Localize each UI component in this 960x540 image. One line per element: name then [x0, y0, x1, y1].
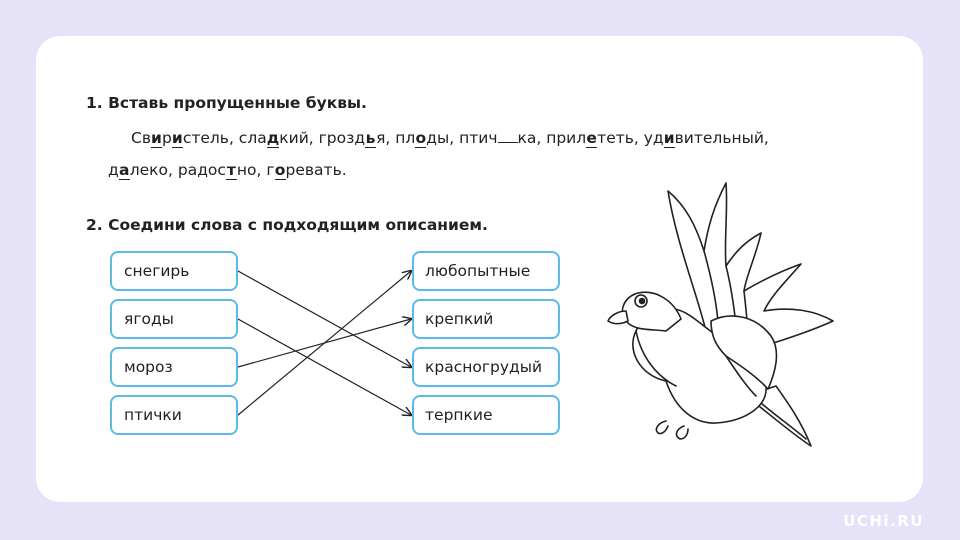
text-fragment: д	[108, 161, 119, 179]
inserted-letter: о	[415, 129, 427, 148]
text-fragment: ды, птич	[426, 129, 498, 147]
inserted-letter: е	[586, 129, 598, 148]
text-fragment: я, пл	[376, 129, 416, 147]
inserted-letter: и	[663, 129, 675, 148]
uchi-ru-logo: UCHi.RU	[843, 512, 924, 530]
inserted-letter: а	[118, 161, 130, 180]
desc-box-krepkiy[interactable]: крепкий	[412, 299, 560, 339]
text-fragment: но, г	[236, 161, 275, 179]
task2-title: 2. Соедини слова с подходящим описанием.	[86, 216, 488, 234]
word-box-ptichki[interactable]: птички	[110, 395, 238, 435]
inserted-letter: д	[266, 129, 280, 148]
desc-box-krasnogrudyy[interactable]: красногрудый	[412, 347, 560, 387]
text-fragment: кий, грозд	[279, 129, 366, 147]
inserted-letter: и	[150, 129, 162, 148]
inserted-letter: ь	[365, 129, 377, 148]
text-fragment: вительный,	[674, 129, 769, 147]
connector-arrow	[237, 318, 411, 415]
word-box-moroz[interactable]: мороз	[110, 347, 238, 387]
task1-title: 1. Вставь пропущенные буквы.	[86, 94, 367, 112]
text-fragment: леко, радос	[129, 161, 226, 179]
desc-box-terpkie[interactable]: терпкие	[412, 395, 560, 435]
blank-gap	[497, 130, 518, 143]
text-fragment: Св	[131, 129, 151, 147]
task1-line-2: далеко, радостно, горевать.	[108, 161, 347, 180]
text-fragment: теть, уд	[597, 129, 664, 147]
desc-box-lyubopytnye[interactable]: любопытные	[412, 251, 560, 291]
text-fragment: ка, прил	[517, 129, 587, 147]
text-fragment: стель, сла	[182, 129, 267, 147]
connector-arrow	[237, 270, 411, 367]
word-box-yagody[interactable]: ягоды	[110, 299, 238, 339]
inserted-letter: т	[225, 161, 237, 180]
word-box-snegir[interactable]: снегирь	[110, 251, 238, 291]
worksheet-card: 1. Вставь пропущенные буквы. Свиристель,…	[36, 36, 923, 502]
inserted-letter: и	[171, 129, 183, 148]
task1-line-1: Свиристель, сладкий, гроздья, плоды, пти…	[131, 129, 769, 148]
bullfinch-illustration	[607, 182, 834, 447]
text-fragment: ревать.	[285, 161, 347, 179]
text-fragment: р	[161, 129, 172, 147]
inserted-letter: о	[274, 161, 286, 180]
connector-lines	[237, 36, 923, 502]
connector-arrow	[237, 271, 411, 416]
